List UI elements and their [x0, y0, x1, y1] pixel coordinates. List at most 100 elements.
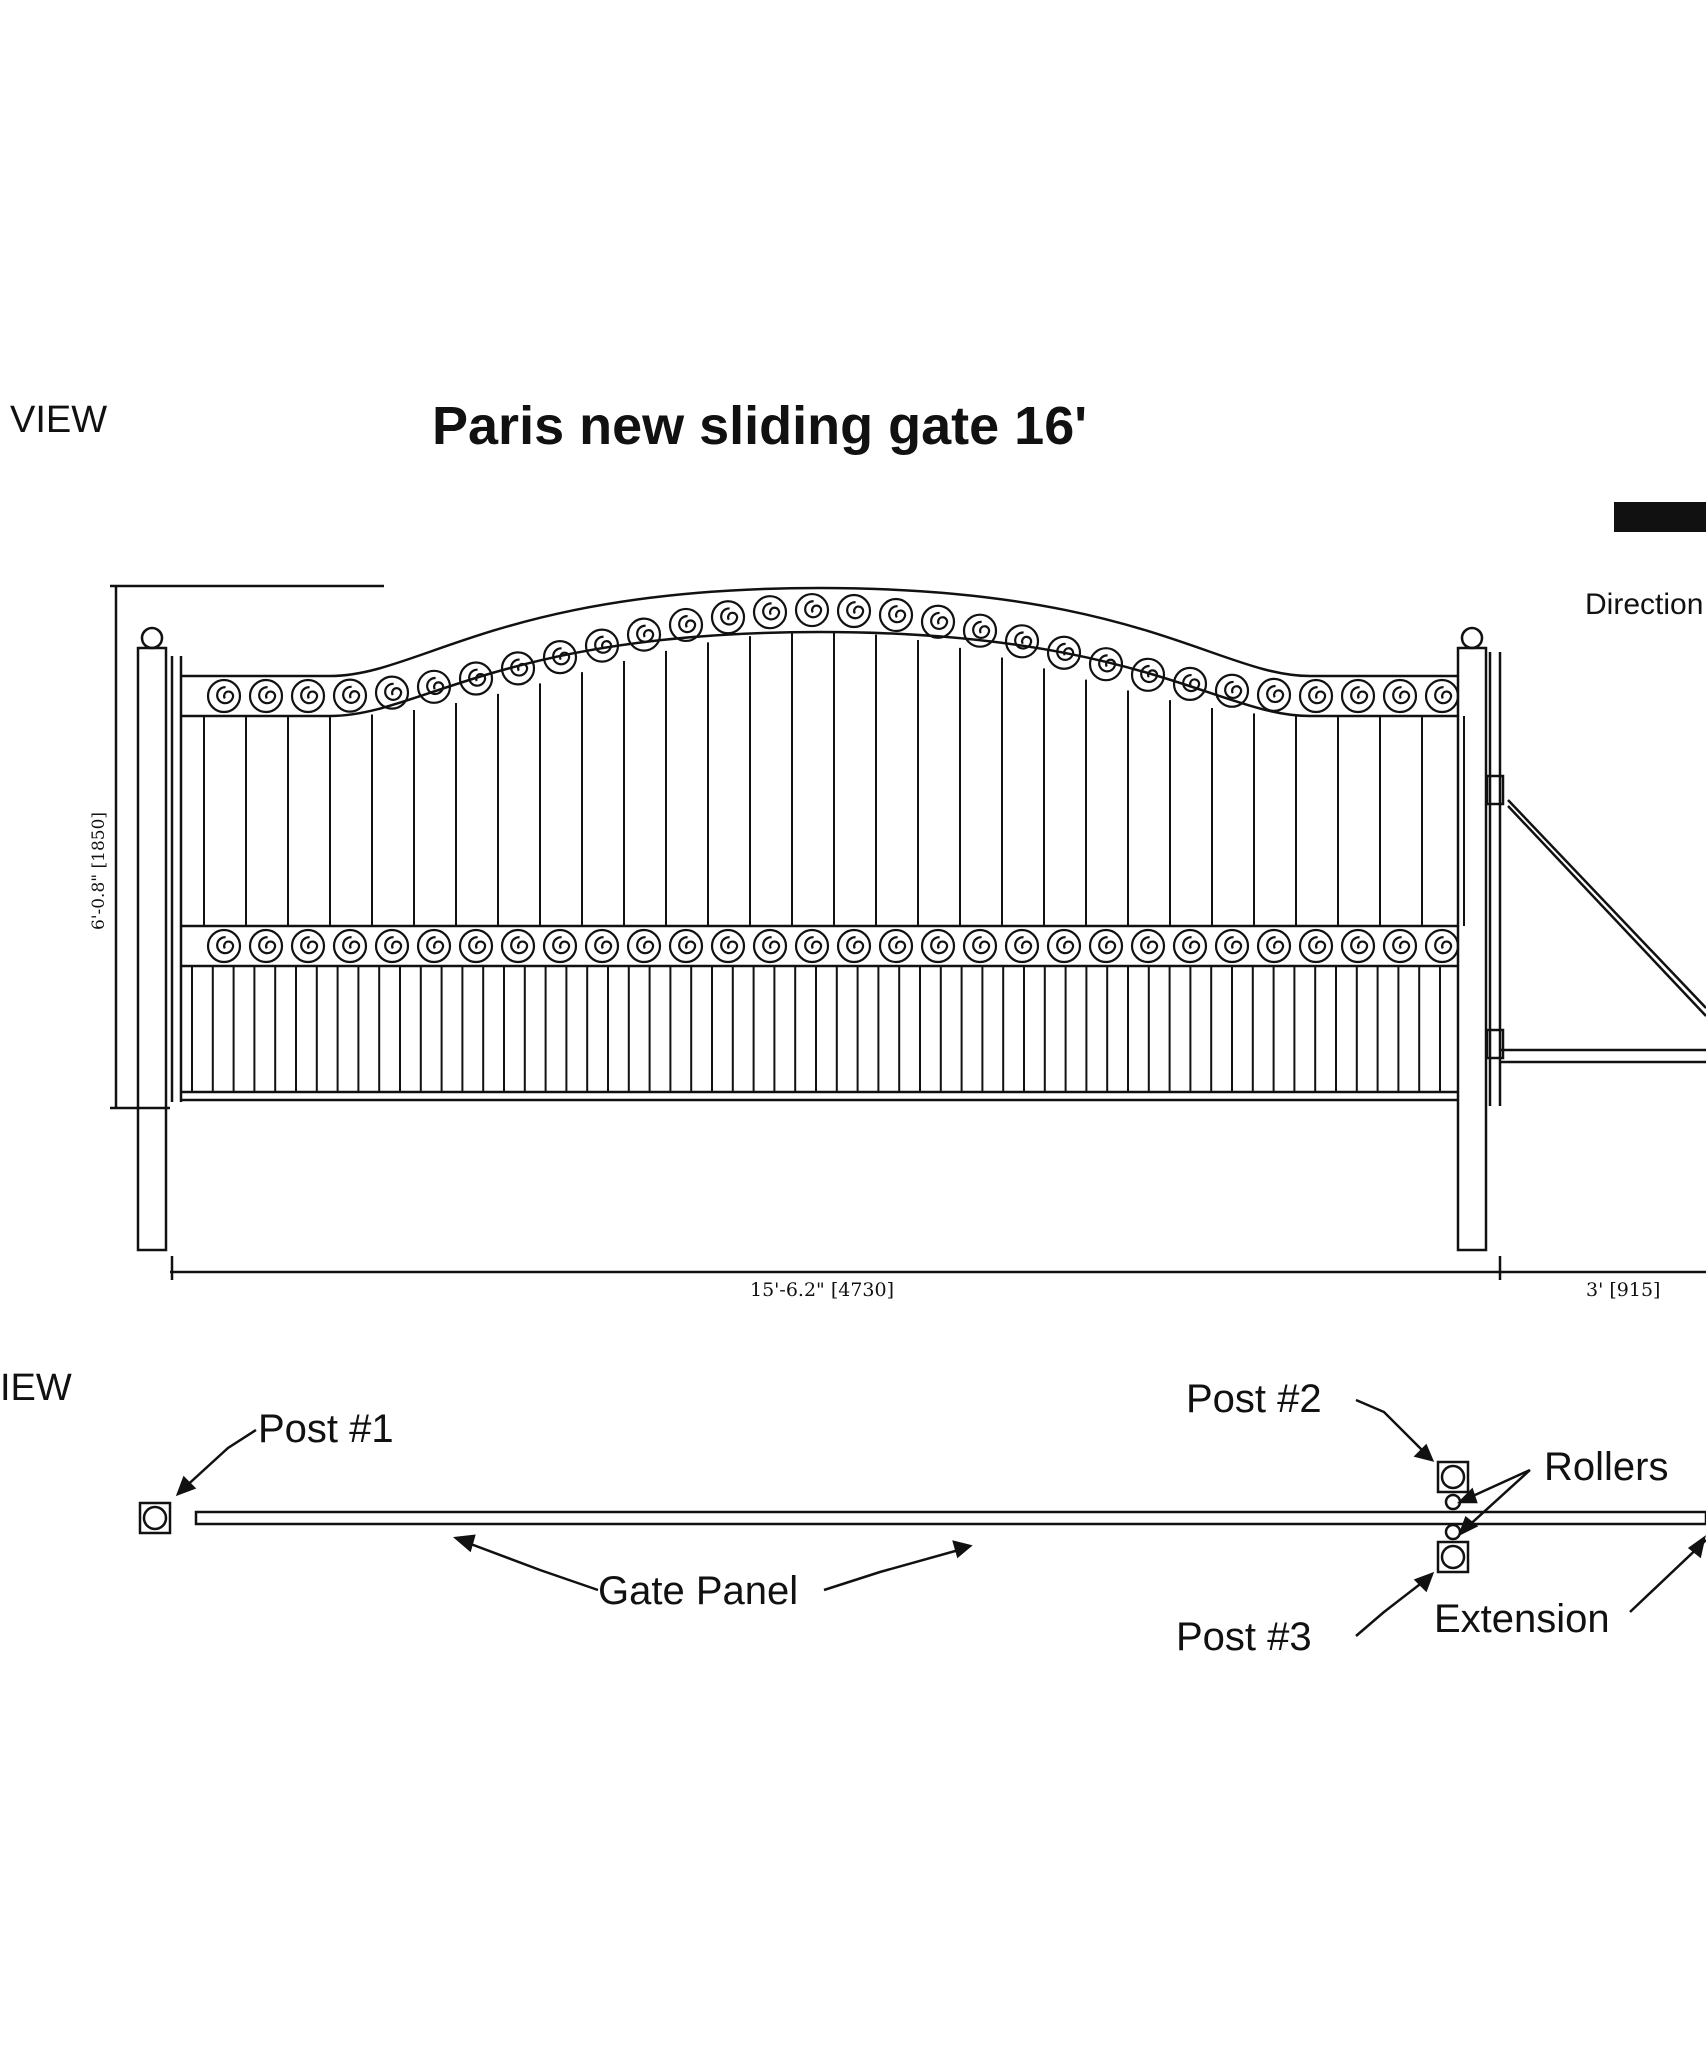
- post-1-leader-arrow: [175, 1475, 197, 1497]
- mid-scroll: [416, 928, 452, 964]
- scroll-ring: [1130, 928, 1166, 964]
- mid-scroll: [1340, 928, 1376, 964]
- arch-scroll: [626, 617, 662, 652]
- scroll-curl: [1308, 686, 1327, 705]
- scroll-ring: [248, 928, 284, 964]
- arch-scroll: [710, 600, 746, 635]
- scroll-curl: [720, 936, 739, 955]
- scroll-ring: [1088, 928, 1124, 964]
- scroll-curl: [216, 686, 235, 705]
- post-1-leader: [181, 1428, 257, 1491]
- mid-scroll: [878, 928, 914, 964]
- upper-scroll-row: [206, 592, 1460, 714]
- mid-scroll: [668, 928, 704, 964]
- scroll-curl: [1224, 680, 1243, 699]
- arch-scroll: [1046, 635, 1082, 670]
- scroll-ring: [1130, 657, 1166, 692]
- mid-scroll: [1214, 928, 1250, 964]
- scroll-ring: [290, 928, 326, 964]
- scroll-ring: [878, 928, 914, 964]
- mid-scroll: [1382, 928, 1418, 964]
- scroll-ring: [1256, 677, 1292, 712]
- scroll-ring: [920, 928, 956, 964]
- width-dimension-label: 15'-6.2" [4730]: [750, 1279, 894, 1301]
- scroll-ring: [920, 604, 956, 639]
- mid-scroll: [1046, 928, 1082, 964]
- arch-top-rail-outer: [182, 586, 1458, 678]
- post-1-label: Post #1: [258, 1407, 394, 1451]
- post-2-cap: [1460, 626, 1484, 650]
- mid-scroll: [374, 928, 410, 964]
- scroll-curl: [1266, 936, 1285, 955]
- arch-scroll: [920, 604, 956, 639]
- scroll-curl: [1098, 936, 1117, 955]
- scroll-curl: [594, 936, 613, 955]
- scroll-curl: [1350, 936, 1369, 955]
- front-view-drawing: [110, 584, 1706, 1280]
- scroll-curl: [888, 936, 907, 955]
- scroll-curl: [342, 685, 361, 704]
- direction-arrow-bar: [1614, 502, 1706, 532]
- scroll-curl: [510, 658, 529, 677]
- scroll-curl: [846, 601, 865, 620]
- mid-scroll: [626, 928, 662, 964]
- extension-diagonal: [1507, 805, 1706, 1017]
- scroll-curl: [762, 602, 781, 621]
- scroll-ring: [1424, 678, 1460, 714]
- arch-scroll: [374, 675, 410, 710]
- scroll-ring: [1004, 624, 1040, 659]
- diagram-title: Paris new sliding gate 16': [432, 396, 1087, 456]
- mid-scroll: [248, 928, 284, 964]
- post-3-label: Post #3: [1176, 1615, 1312, 1659]
- post-2-top: [1436, 1460, 1470, 1494]
- scroll-curl: [258, 936, 277, 955]
- scroll-ring: [1214, 928, 1250, 964]
- mid-scroll: [752, 928, 788, 964]
- scroll-ring: [1382, 678, 1418, 714]
- arch-scroll: [794, 592, 830, 628]
- scroll-curl: [678, 936, 697, 955]
- arch-scroll: [248, 678, 284, 714]
- mid-scroll: [584, 928, 620, 964]
- mid-scroll: [1172, 928, 1208, 964]
- arch-scroll: [962, 613, 998, 648]
- mid-scroll: [836, 928, 872, 964]
- scroll-ring: [332, 928, 368, 964]
- arch-scroll: [1424, 678, 1460, 714]
- scroll-ring: [416, 928, 452, 964]
- roller-upper: [1444, 1493, 1462, 1511]
- rollers-leader-lower: [1463, 1469, 1531, 1531]
- scroll-curl: [384, 682, 403, 701]
- scroll-ring: [1298, 928, 1334, 964]
- scroll-ring: [626, 617, 662, 652]
- scroll-ring: [752, 595, 788, 630]
- arch-scroll: [500, 651, 536, 686]
- mid-scroll: [962, 928, 998, 964]
- scroll-curl: [636, 936, 655, 955]
- arch-scroll: [1214, 673, 1250, 708]
- scroll-curl: [300, 686, 319, 705]
- scroll-ring: [332, 678, 368, 713]
- gate-panel-leader-left: [459, 1538, 599, 1592]
- arch-scroll: [752, 595, 788, 630]
- arch-scroll: [542, 640, 578, 675]
- scroll-ring: [500, 928, 536, 964]
- extension-leader-arrow: [1687, 1535, 1706, 1559]
- post-2-leader: [1355, 1398, 1429, 1457]
- post-2-top-circle: [1440, 1464, 1466, 1490]
- scroll-curl: [468, 936, 487, 955]
- scroll-ring: [1382, 928, 1418, 964]
- scroll-curl: [510, 936, 529, 955]
- scroll-curl: [426, 676, 445, 696]
- mid-scroll: [542, 928, 578, 964]
- scroll-ring: [878, 597, 914, 633]
- post-2-leader-arrow: [1413, 1443, 1435, 1462]
- post-3-top-circle: [1440, 1544, 1466, 1570]
- post-3-leader-arrow: [1413, 1571, 1435, 1593]
- scroll-curl: [1056, 936, 1075, 955]
- arch-scroll: [1130, 657, 1166, 692]
- extension-label: Extension: [1434, 1597, 1610, 1641]
- arch-top-rail-inner: [182, 630, 1458, 718]
- scroll-curl: [1182, 936, 1201, 955]
- scroll-ring: [1424, 928, 1460, 964]
